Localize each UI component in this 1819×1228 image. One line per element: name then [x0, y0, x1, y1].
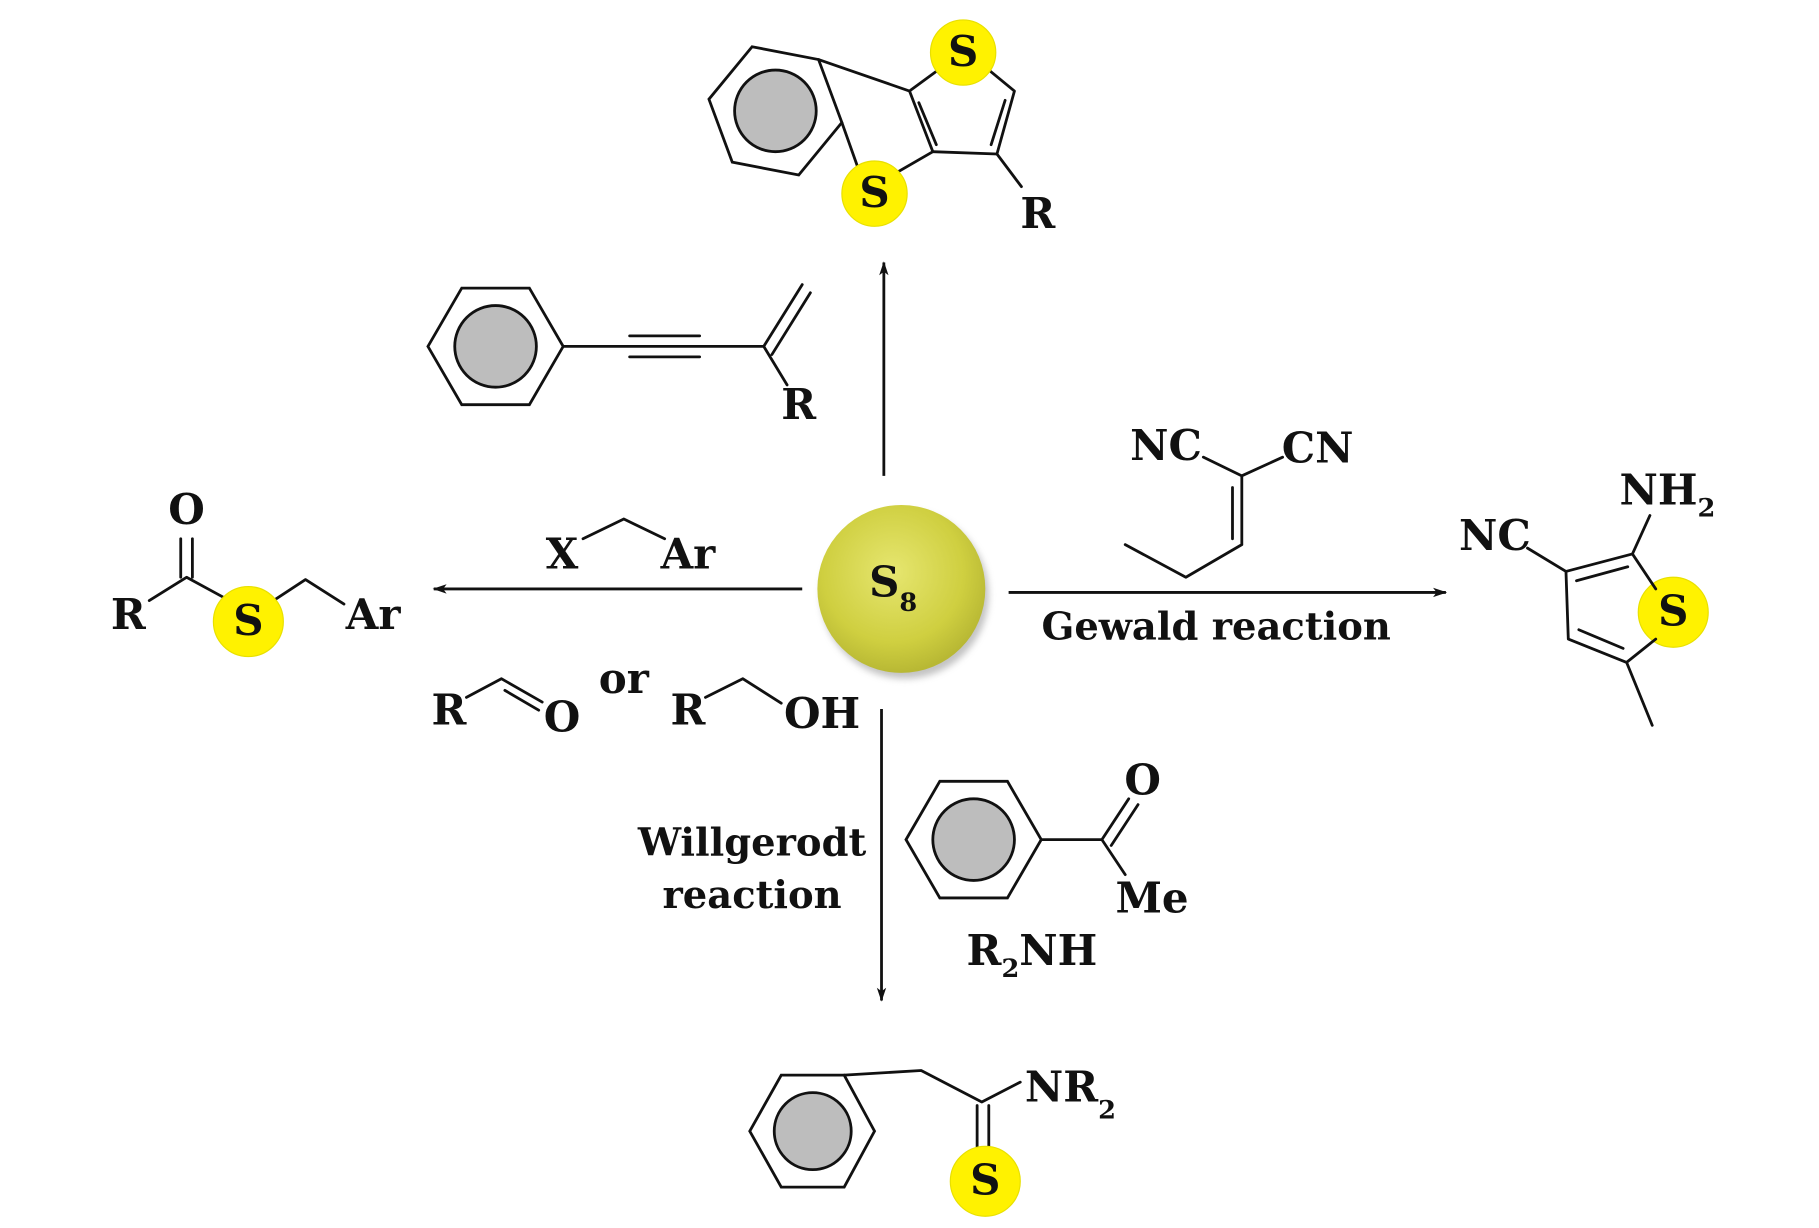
- willgerodt-label-line1: Willgerodt: [637, 820, 867, 865]
- top-product-sulfur-2: S: [859, 168, 889, 217]
- willgerodt-label-line2: reaction: [663, 873, 842, 918]
- top-product-sulfur-1: S: [948, 27, 978, 76]
- left-product-r: R: [111, 590, 147, 639]
- top-product-r-group: R: [1020, 189, 1056, 238]
- bottom-reagent-acetophenone: O Me R2NH: [904, 756, 1189, 984]
- reagent-cn: CN: [1282, 423, 1354, 472]
- gewald-reaction-label: Gewald reaction: [1041, 605, 1390, 650]
- right-product-aminothiophene: NC NH2 S: [1459, 465, 1715, 727]
- top-reagent-enyne: R: [426, 283, 817, 429]
- alcohol-r: R: [671, 686, 707, 735]
- left-product-oxygen: O: [168, 485, 205, 534]
- product-nh2: NH2: [1619, 465, 1715, 523]
- product-nc: NC: [1459, 511, 1531, 560]
- sulfur-powder-disc: [817, 504, 986, 673]
- left-product-thioester: O R S Ar: [111, 485, 402, 658]
- product-sulfur: S: [1658, 587, 1688, 636]
- left-alt-reagents: R O or R OH: [431, 654, 860, 741]
- left-product-ar: Ar: [345, 590, 402, 639]
- aldehyde-o: O: [544, 693, 581, 742]
- top-reagent-r-group: R: [781, 380, 817, 429]
- acetophenone-me: Me: [1115, 873, 1188, 922]
- top-product-structure: S S R: [707, 19, 1056, 238]
- sulfur-s8-center: S8: [817, 504, 989, 679]
- reagent-nc: NC: [1130, 421, 1202, 470]
- alcohol-oh: OH: [784, 689, 860, 738]
- left-reagent-benzyl-halide: X Ar: [546, 517, 717, 578]
- acetophenone-o: O: [1124, 756, 1161, 805]
- left-reagent-ar: Ar: [660, 529, 717, 578]
- left-product-sulfur: S: [233, 596, 263, 645]
- thioamide-sulfur: S: [970, 1156, 1000, 1205]
- left-reagent-x: X: [546, 529, 579, 578]
- aldehyde-r: R: [431, 686, 467, 735]
- right-reagent-dicyanoalkene: NC CN: [1123, 421, 1354, 579]
- amine-r2nh: R2NH: [967, 926, 1098, 984]
- product-nr2: NR2: [1025, 1062, 1116, 1125]
- bottom-product-thioamide: NR2 S: [748, 1062, 1116, 1217]
- or-label: or: [599, 654, 650, 703]
- s8-label: S8: [869, 557, 917, 618]
